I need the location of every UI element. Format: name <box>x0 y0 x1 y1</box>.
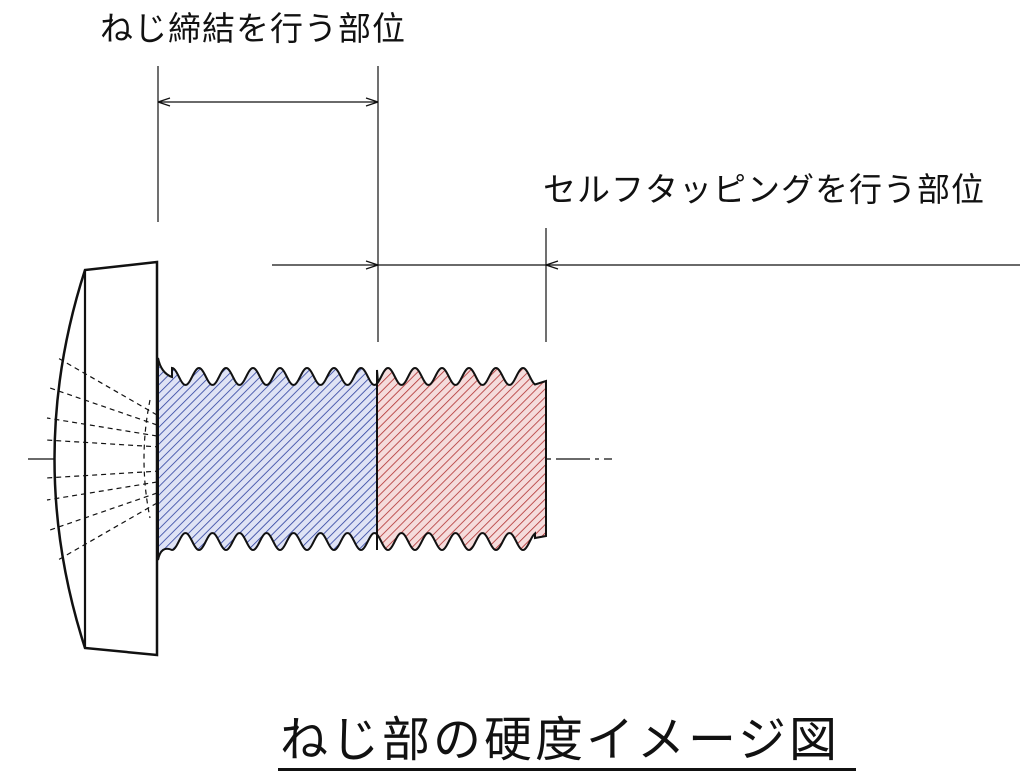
self-tapping-zone <box>376 366 547 552</box>
fastening-arrow-left <box>157 97 171 107</box>
diagram-title: ねじ部の硬度イメージ図 <box>280 712 841 768</box>
tapping-arrow-right <box>545 260 559 270</box>
fastening-zone <box>157 357 378 561</box>
title-underline <box>278 768 856 771</box>
tapping-arrow-left <box>365 260 379 270</box>
fastening-area-label: ねじ締結を行う部位 <box>100 9 406 48</box>
fastening-arrow-right <box>365 97 379 107</box>
recess-hidden-lines <box>45 357 161 561</box>
self-tapping-area-label: セルフタッピングを行う部位 <box>543 170 985 209</box>
screw-head <box>53 260 159 657</box>
